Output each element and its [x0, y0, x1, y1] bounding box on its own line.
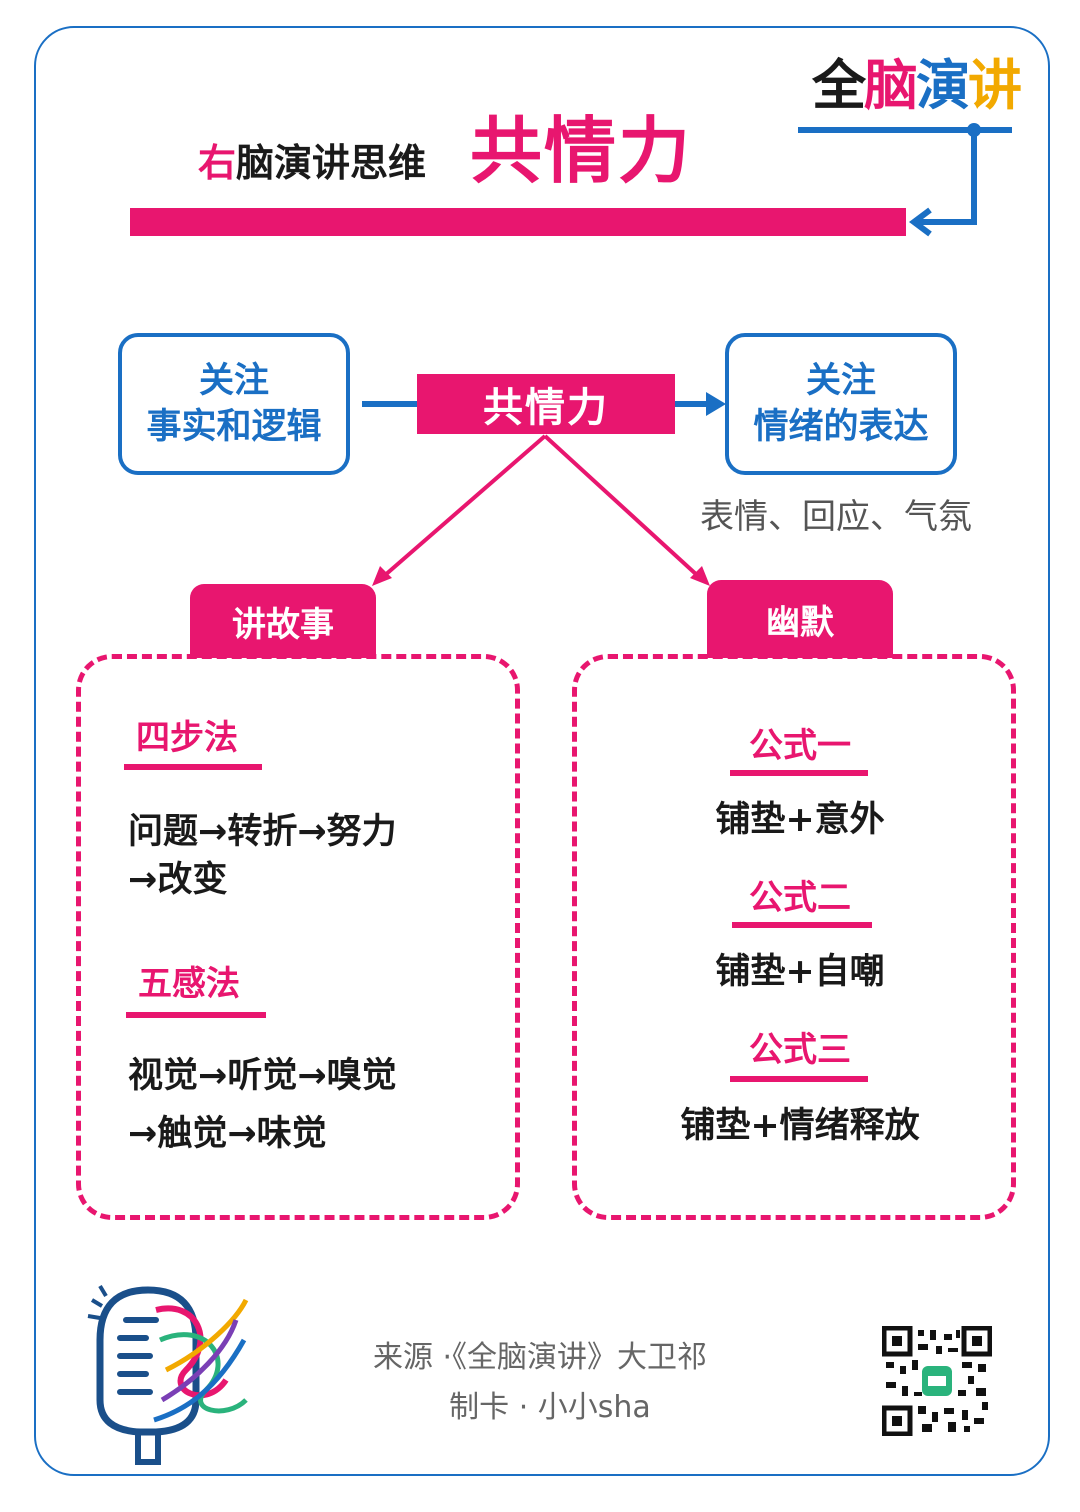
- formula-2-underline: [732, 922, 872, 928]
- four-step-line1: 问题→转折→努力: [128, 812, 397, 852]
- logo-char-2: 脑: [864, 54, 918, 117]
- five-sense-title: 五感法: [138, 964, 240, 1004]
- formula-2-text: 铺垫+自嘲: [715, 952, 885, 992]
- logo-char-3: 演: [916, 54, 970, 117]
- formula-1-title: 公式一: [749, 726, 851, 766]
- emotion-note: 表情、回应、气氛: [700, 497, 972, 537]
- story-tab: 讲故事: [190, 584, 376, 658]
- four-step-title: 四步法: [136, 718, 238, 758]
- formula-2-title: 公式二: [749, 878, 851, 918]
- formula-3-text: 铺垫+情绪释放: [680, 1106, 920, 1146]
- source-credit: 来源 ·《全脑演讲》大卫祁: [372, 1340, 708, 1375]
- title-prefix: 右脑演讲思维: [198, 138, 426, 188]
- four-step-line2: →改变: [128, 860, 228, 900]
- empathy-center-box: 共情力: [417, 374, 675, 434]
- focus-facts-line1: 关注: [198, 361, 269, 401]
- author-credit: 制卡 · 小小sha: [449, 1390, 651, 1425]
- focus-emotion-line2: 情绪的表达: [753, 407, 929, 447]
- four-step-underline: [124, 764, 262, 770]
- five-sense-line1: 视觉→听觉→嗅觉: [128, 1056, 397, 1096]
- logo-char-1: 全: [812, 54, 866, 117]
- five-sense-line2: →触觉→味觉: [128, 1114, 327, 1154]
- humor-tab: 幽默: [707, 580, 893, 658]
- qr-code-icon: [882, 1326, 992, 1436]
- logo-connector: [798, 123, 1012, 237]
- formula-3-underline: [730, 1076, 868, 1082]
- focus-emotion-line1: 关注: [805, 361, 876, 401]
- diagram-arrows: [362, 392, 726, 586]
- logo-char-4: 讲: [968, 54, 1022, 117]
- formula-3-title: 公式三: [749, 1030, 851, 1070]
- title-prefix-rest: 脑演讲思维: [236, 141, 427, 185]
- page-title: 共情力: [470, 109, 693, 193]
- microphone-icon: [87, 1284, 249, 1465]
- focus-facts-line2: 事实和逻辑: [146, 407, 322, 447]
- card-frame: [34, 26, 1050, 1476]
- formula-1-underline: [730, 770, 868, 776]
- formula-1-text: 铺垫+意外: [715, 800, 885, 840]
- five-sense-underline: [126, 1012, 266, 1018]
- focus-emotion-box: 关注 情绪的表达: [725, 333, 957, 475]
- title-prefix-accent: 右: [198, 141, 237, 185]
- focus-facts-box: 关注 事实和逻辑: [118, 333, 350, 475]
- title-underline-bar: [130, 208, 906, 236]
- brand-logo: 全脑演讲: [812, 54, 1022, 117]
